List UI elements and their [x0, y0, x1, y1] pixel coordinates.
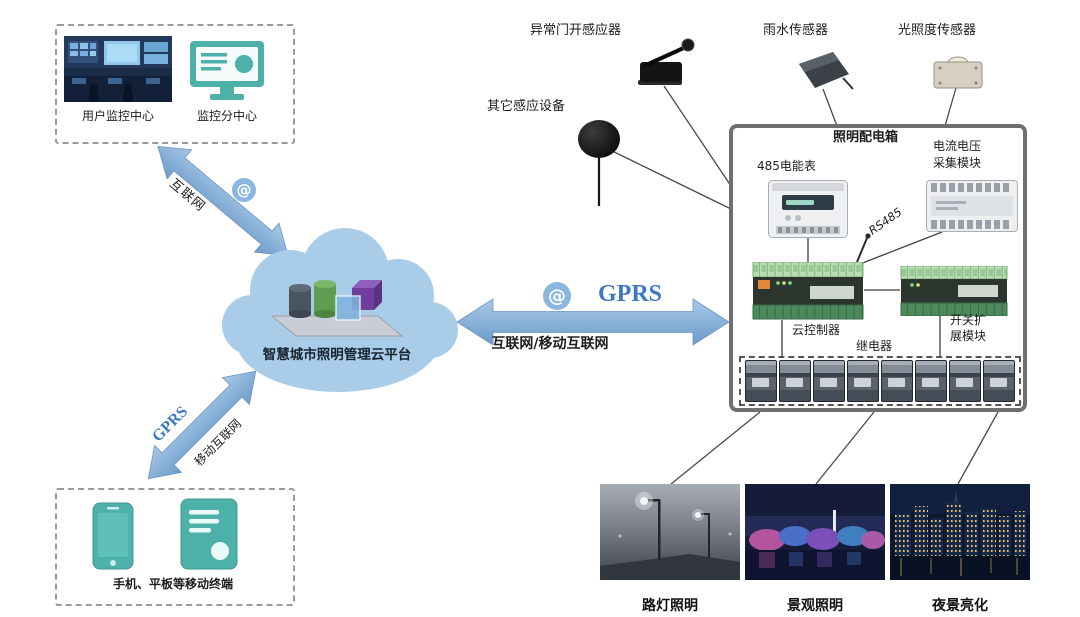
night-skyline-label: 夜景亮化: [932, 598, 988, 614]
street-lighting-photo: [600, 484, 740, 580]
cloud-icon: [222, 228, 458, 392]
va-module-label-line1: 电流电压: [933, 139, 982, 153]
landscape-lighting-photo: [745, 484, 885, 580]
main-link-label: 互联网/移动互联网: [491, 336, 609, 352]
rain-sensor-label: 雨水传感器: [763, 23, 829, 38]
light-sensor-image: [933, 56, 983, 89]
switch-module-image: [900, 266, 1008, 316]
at-icon: @: [232, 178, 256, 202]
distribution-cabinet: [729, 124, 1027, 412]
relay-unit: [745, 360, 777, 402]
relay-unit: [983, 360, 1015, 402]
energy-meter-image: [768, 180, 848, 238]
mobile-terminals-group: [55, 488, 295, 606]
rain-sensor-image: [799, 52, 854, 90]
at-icon-main: @: [543, 282, 571, 310]
other-sensor-label: 其它感应设备: [487, 99, 566, 114]
relay-unit: [881, 360, 913, 402]
relay-label: 继电器: [856, 339, 893, 353]
relay-unit: [915, 360, 947, 402]
other-sensor-image: [578, 120, 620, 158]
cloud-platform-label: 智慧城市照明管理云平台: [262, 347, 412, 363]
arrow-gprs: [147, 370, 257, 480]
energy-meter-label: 485电能表: [757, 159, 816, 173]
monitor-icon: [190, 41, 264, 100]
relay-bank: [739, 356, 1021, 406]
light-sensor-label: 光照度传感器: [898, 23, 977, 38]
relay-unit: [779, 360, 811, 402]
control-room-photo: [64, 36, 172, 102]
cloud-controller-image: [752, 262, 864, 320]
door-sensor-image: [638, 38, 695, 85]
relay-unit: [813, 360, 845, 402]
mobile-internet-link-label: 移动互联网: [191, 416, 245, 469]
user-center-label: 用户监控中心: [81, 109, 154, 123]
output-connector-lines: [670, 411, 999, 485]
gprs-main-label: GPRS: [598, 281, 663, 307]
tablet-icon: [180, 498, 238, 570]
monitoring-center-group: [55, 24, 295, 144]
internet-link-label: 互联网: [166, 176, 209, 215]
arrow-internet: [157, 145, 289, 257]
sub-center-label: 监控分中心: [196, 109, 257, 123]
relay-unit: [949, 360, 981, 402]
mobile-terminals-label: 手机、平板等移动终端: [112, 577, 233, 591]
switch-module-label-line1: 开关扩: [950, 313, 987, 327]
switch-module-label-line2: 展模块: [950, 329, 987, 343]
relay-unit: [847, 360, 879, 402]
cabinet-title: 照明配电箱: [833, 130, 899, 145]
phone-icon: [92, 502, 134, 570]
va-module-image: [926, 180, 1018, 232]
va-module-label-line2: 采集模块: [933, 156, 982, 170]
landscape-lighting-label: 景观照明: [787, 598, 843, 614]
gprs-link-label: GPRS: [149, 403, 192, 446]
door-sensor-label: 异常门开感应器: [530, 23, 622, 38]
street-lighting-label: 路灯照明: [642, 598, 698, 614]
cloud-controller-label: 云控制器: [792, 323, 841, 337]
night-skyline-photo: [890, 484, 1030, 580]
